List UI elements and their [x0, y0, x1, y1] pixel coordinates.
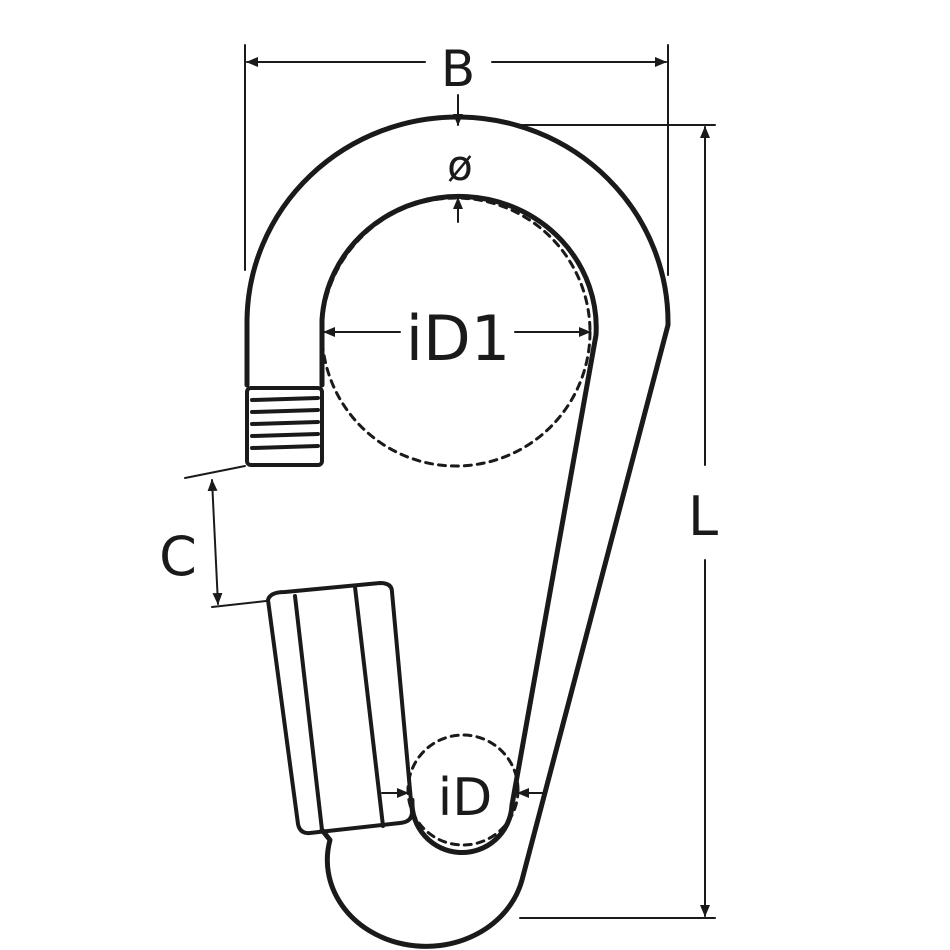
dimension-l: [519, 124, 716, 919]
label-b: B: [441, 40, 475, 98]
label-id1: iD1: [406, 302, 510, 375]
thread: [245, 386, 324, 467]
hook-outer-outline: [244, 114, 671, 949]
gate-nut: [266, 581, 414, 836]
label-wire-diameter: ø: [447, 141, 473, 190]
dimension-c: [184, 465, 267, 608]
label-id: iD: [438, 768, 493, 828]
dimension-b: [244, 44, 669, 276]
label-c: C: [159, 525, 197, 588]
label-l: L: [688, 485, 718, 548]
